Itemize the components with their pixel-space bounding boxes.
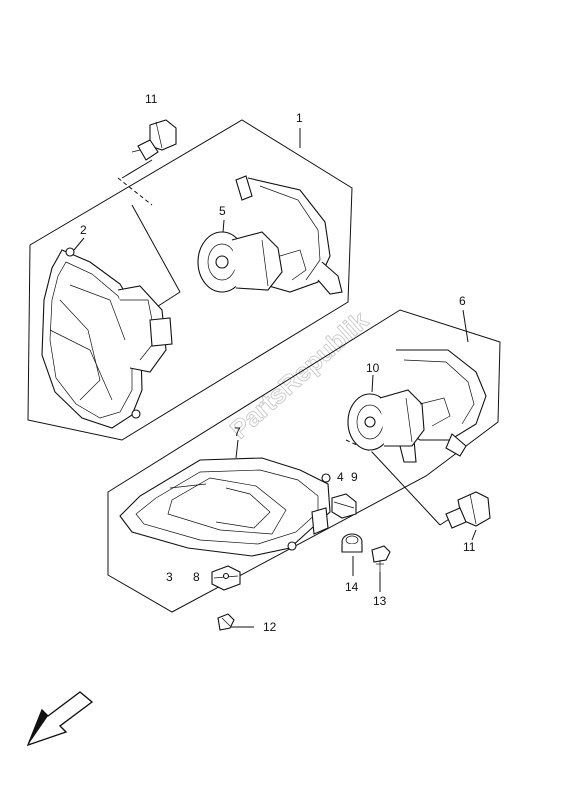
callout-11-upper: 11: [145, 92, 158, 106]
callout-9: 9: [351, 470, 358, 484]
callout-10: 10: [366, 361, 380, 375]
leader-10: [371, 374, 374, 393]
callout-6: 6: [459, 294, 466, 308]
leader-11a: [121, 159, 153, 179]
leader-7: [235, 439, 239, 459]
leader-socket-2b: [371, 451, 441, 526]
leader-11a-dashed: [117, 177, 153, 206]
callout-7: 7: [234, 425, 241, 439]
callout-3: 3: [166, 570, 173, 584]
callout-2: 2: [80, 223, 87, 237]
clip-nut-4: [331, 493, 357, 519]
bulb-socket-10: [347, 389, 451, 451]
callout-14: 14: [345, 580, 359, 594]
arrow-down-left-icon: [26, 691, 94, 747]
leader-11b-label: [471, 529, 477, 541]
callout-1: 1: [296, 111, 303, 125]
callout-11-lower: 11: [463, 540, 476, 554]
screw-13: [371, 545, 391, 572]
callout-8: 8: [193, 570, 200, 584]
callout-13: 13: [373, 594, 387, 608]
callout-12: 12: [263, 620, 277, 634]
leader-6: [462, 309, 469, 343]
bulb-11-lower: [445, 491, 491, 529]
bulb-11-upper: [131, 119, 177, 161]
clip-nut-3: [211, 565, 241, 591]
grommet-14: [341, 533, 363, 553]
callout-4: 4: [337, 470, 344, 484]
headlight-housing-2: [41, 247, 173, 429]
screw-12: [217, 613, 235, 631]
callout-5: 5: [219, 204, 226, 218]
headlight-lens-7: [119, 457, 331, 557]
bulb-socket-5: [197, 231, 307, 293]
leader-socket-1: [131, 204, 181, 293]
assembly-box-1: [27, 119, 353, 441]
leader-2: [73, 237, 85, 251]
